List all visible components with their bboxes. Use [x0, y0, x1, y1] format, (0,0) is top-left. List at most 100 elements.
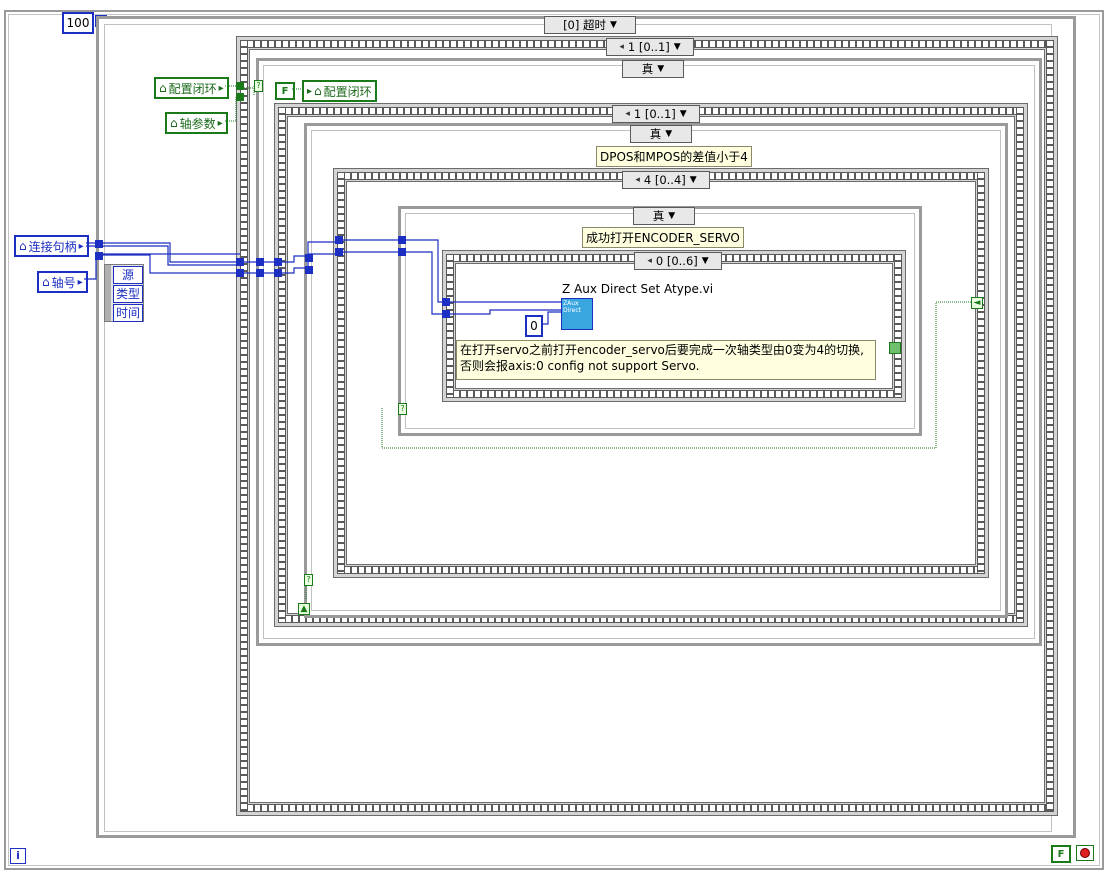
config-closed-loop-property[interactable]: ⌂ 配置闭环 ▸: [154, 77, 229, 99]
chevron-down-icon: ▼: [668, 211, 676, 221]
home-icon: ⌂: [170, 116, 178, 130]
vi-icon-text-2: Direct: [563, 307, 581, 314]
case-selector-true-1[interactable]: 真 ▼: [622, 60, 684, 78]
home-icon: ⌂: [314, 84, 322, 98]
case-selector-true-3-label: 真: [652, 209, 665, 223]
sequence-selector-step4-label: 4 [0..4]: [643, 173, 686, 187]
chevron-right-icon: ▸: [77, 276, 83, 288]
chevron-right-icon: ▸: [218, 82, 224, 94]
tunnel-conn-8: [442, 298, 450, 306]
decrement-icon[interactable]: ◂: [625, 109, 630, 119]
axis-params-property[interactable]: ⌂ 轴参数 ▸: [165, 112, 228, 134]
while-loop-inner-border: [8, 14, 1100, 866]
axis-params-label: 轴参数: [179, 116, 216, 131]
tunnel-conn-4: [274, 258, 282, 266]
encoder-servo-label: 成功打开ENCODER_SERVO: [582, 227, 744, 248]
home-icon: ⌂: [42, 275, 50, 289]
tunnel-green-2: [236, 93, 244, 101]
chevron-down-icon: ▼: [610, 20, 617, 30]
sequence-selector-outer-label: 1 [0..1]: [627, 40, 670, 54]
filmstrip-left-holes: [446, 254, 454, 398]
sequence-selector-inner[interactable]: ◂ 1 [0..1] ▼: [612, 105, 700, 123]
conn-handle-label: 连接句柄: [28, 239, 77, 254]
case-selector-true-2-label: 真: [649, 127, 662, 141]
filmstrip-right-holes: [894, 254, 902, 398]
stop-false-constant[interactable]: F: [1051, 845, 1071, 863]
filmstrip-left-holes: [278, 107, 286, 623]
servo-comment: 在打开servo之前打开encoder_servo后要完成一次轴类型由0变为4的…: [456, 340, 876, 380]
case-selector-true-2[interactable]: 真 ▼: [630, 125, 692, 143]
servo-comment-line-1: 在打开servo之前打开encoder_servo后要完成一次轴类型由0变为4的…: [460, 343, 864, 357]
tunnel-axis-1: [95, 252, 103, 260]
tunnel-axis-3: [256, 269, 264, 277]
tunnel-axis-6: [335, 248, 343, 256]
tunnel-axis-2: [236, 269, 244, 277]
timeout-selector-label: [0] 超时: [563, 18, 607, 32]
filmstrip-right-holes: [1046, 40, 1054, 812]
chevron-down-icon: ▼: [665, 129, 673, 139]
tunnel-axis-8: [442, 310, 450, 318]
filmstrip-left-holes: [337, 172, 345, 574]
event-data-node[interactable]: 源 类型 时间: [104, 264, 144, 322]
vi-name-label: Z Aux Direct Set Atype.vi: [562, 282, 714, 296]
event-data-item-type[interactable]: 类型: [113, 285, 143, 303]
config-closed-loop-write[interactable]: ▸ ⌂ 配置闭环: [302, 80, 377, 102]
tunnel-axis-7: [398, 248, 406, 256]
tunnel-conn-5: [305, 254, 313, 262]
home-icon: ⌂: [159, 81, 167, 95]
axis-no-property[interactable]: ⌂ 轴号 ▸: [37, 271, 88, 293]
loop-index-terminal: i: [10, 848, 26, 864]
sequence-selector-outer[interactable]: ◂ 1 [0..1] ▼: [606, 38, 694, 56]
chevron-right-icon: ▸: [78, 240, 84, 252]
case-selector-true-3[interactable]: 真 ▼: [633, 207, 695, 225]
chevron-down-icon: ▼: [679, 109, 687, 119]
stop-terminal-icon[interactable]: [1076, 845, 1094, 861]
tunnel-conn-7: [398, 236, 406, 244]
timeout-event-selector[interactable]: [0] 超时 ▼: [544, 16, 636, 34]
chevron-down-icon: ▼: [689, 175, 697, 185]
filmstrip-right-holes: [1016, 107, 1024, 623]
tunnel-conn-2: [236, 258, 244, 266]
dpos-mpos-label: DPOS和MPOS的差值小于4: [596, 146, 752, 167]
chevron-down-icon: ▼: [673, 42, 681, 52]
sequence-selector-inner-label: 1 [0..1]: [633, 107, 676, 121]
case-selector-terminal-1: ?: [254, 80, 263, 92]
false-constant[interactable]: F: [275, 82, 295, 100]
filmstrip-right-holes: [977, 172, 985, 574]
decrement-icon[interactable]: ◂: [635, 175, 640, 185]
axis-no-label: 轴号: [51, 275, 76, 290]
vi-icon-text-1: ZAux: [563, 300, 579, 307]
sequence-selector-step0-label: 0 [0..6]: [655, 254, 698, 268]
tunnel-conn-3: [256, 258, 264, 266]
green-tunnel-right: [889, 342, 901, 354]
tunnel-green-1: [236, 82, 244, 90]
event-data-item-source[interactable]: 源: [113, 266, 143, 284]
loop-count-terminal[interactable]: 100: [62, 12, 94, 34]
decrement-icon[interactable]: ◂: [619, 42, 624, 52]
case-selector-terminal-2: ?: [398, 403, 407, 415]
home-icon: ⌂: [19, 239, 27, 253]
chevron-right-icon: ▸: [217, 117, 223, 129]
tunnel-axis-5: [305, 266, 313, 274]
tunnel-conn-6: [335, 236, 343, 244]
config-closed-loop-out-label: 配置闭环: [323, 84, 372, 99]
const-zero[interactable]: 0: [525, 315, 543, 337]
chevron-right-icon: ▸: [307, 85, 313, 97]
shift-register-left-icon: ◄: [971, 297, 983, 309]
decrement-icon[interactable]: ◂: [647, 256, 652, 266]
shift-register-up-icon: ▲: [298, 603, 310, 615]
event-data-node-handle: [105, 265, 111, 321]
chevron-down-icon: ▼: [701, 256, 709, 266]
filmstrip-left-holes: [240, 40, 248, 812]
chevron-down-icon: ▼: [657, 64, 665, 74]
sequence-selector-step0[interactable]: ◂ 0 [0..6] ▼: [634, 252, 722, 270]
tunnel-axis-4: [274, 269, 282, 277]
event-data-item-time[interactable]: 时间: [113, 304, 143, 322]
config-closed-loop-label: 配置闭环: [168, 81, 217, 96]
case-selector-terminal-3: ?: [304, 574, 313, 586]
zaux-vi-icon[interactable]: ZAux Direct: [561, 298, 593, 330]
stop-red-dot: [1080, 848, 1090, 858]
sequence-selector-step4[interactable]: ◂ 4 [0..4] ▼: [622, 171, 710, 189]
tunnel-conn-1: [95, 240, 103, 248]
